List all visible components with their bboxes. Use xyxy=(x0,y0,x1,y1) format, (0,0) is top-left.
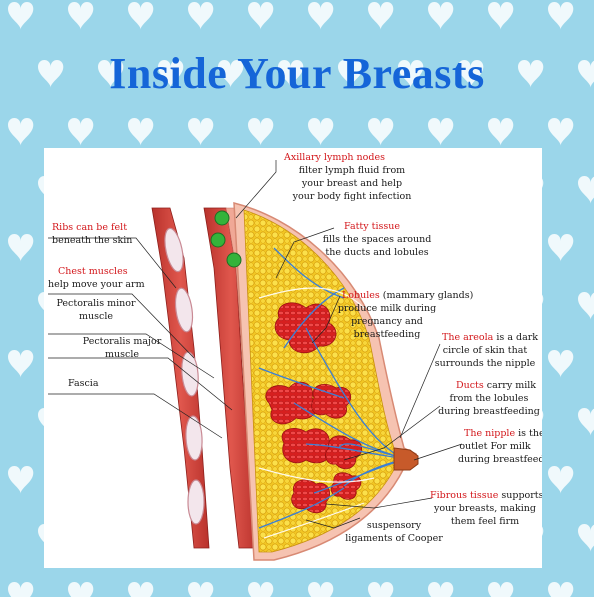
heart-icon xyxy=(548,118,574,146)
nipple-heading: The nipple is the xyxy=(464,428,542,439)
fatty-tissue-text-1: fills the spaces around xyxy=(322,234,432,245)
fatty-tissue-heading: Fatty tissue xyxy=(344,221,400,232)
heart-icon xyxy=(98,60,124,88)
heart-icon xyxy=(8,234,34,262)
heart-icon xyxy=(578,524,594,552)
heart-icon xyxy=(578,60,594,88)
heart-icon xyxy=(548,350,574,378)
areola-heading: The areola is a dark xyxy=(442,332,539,343)
heart-icon xyxy=(308,582,334,597)
heart-icon xyxy=(158,60,184,88)
heart-icon xyxy=(458,60,484,88)
axillary-lymph-nodes-heading: Axillary lymph nodes xyxy=(284,152,385,163)
nipple xyxy=(393,447,419,471)
heart-icon xyxy=(188,118,214,146)
heart-icon xyxy=(578,408,594,436)
page-title: Inside Your Breasts xyxy=(109,49,485,98)
lobules-text-1: produce milk during xyxy=(337,303,437,314)
heart-icon xyxy=(428,2,454,30)
heart-icon xyxy=(428,582,454,597)
chest-muscles-heading: Chest muscles xyxy=(58,266,128,277)
heart-icon xyxy=(8,466,34,494)
suspensory-ligaments-text-1: suspensory xyxy=(366,520,422,531)
fibrous-tissue-text-2: them feel firm xyxy=(450,516,520,527)
heart-icon xyxy=(38,60,64,88)
ribs-text: beneath the skin xyxy=(52,235,133,246)
heart-icon xyxy=(8,118,34,146)
heart-icon xyxy=(278,60,304,88)
ducts-heading: Ducts carry milk xyxy=(456,380,537,391)
heart-icon xyxy=(398,60,424,88)
fatty-tissue xyxy=(243,209,397,553)
fatty-tissue-text-2: the ducts and lobules xyxy=(325,247,429,258)
heart-icon xyxy=(428,118,454,146)
nipple-text-1: outlet For milk xyxy=(459,441,531,452)
suspensory-ligaments xyxy=(258,287,375,539)
lobules-heading: Lobules (mammary glands) xyxy=(342,290,474,301)
fibrous-tissue-heading: Fibrous tissue supports xyxy=(430,490,542,501)
areola-text-1: circle of skin that xyxy=(442,345,528,356)
heart-icon xyxy=(308,2,334,30)
areola-text-2: surrounds the nipple xyxy=(434,358,536,369)
ducts-text-2: during breastfeeding xyxy=(438,406,540,417)
ducts-text-1: from the lobules xyxy=(449,393,529,404)
heart-icon xyxy=(188,582,214,597)
heart-icon xyxy=(548,466,574,494)
heart-icon xyxy=(8,2,34,30)
heart-icon xyxy=(578,176,594,204)
heart-icon xyxy=(308,118,334,146)
heart-icon xyxy=(128,582,154,597)
heart-icon xyxy=(248,2,274,30)
pectoralis-minor-label-1: Pectoralis minor xyxy=(56,298,136,309)
axillary-lymph-nodes-text-1: filter lymph fluid from xyxy=(298,165,406,176)
heart-icon xyxy=(368,582,394,597)
axillary-lymph-nodes-text-3: your body fight infection xyxy=(292,191,412,202)
pectoralis-major-label-1: Pectoralis major xyxy=(82,336,162,347)
nipple-text-2: during breastfeedin xyxy=(458,454,542,465)
heart-icon xyxy=(8,350,34,378)
heart-icon xyxy=(578,292,594,320)
heart-icon xyxy=(548,582,574,597)
heart-icon xyxy=(488,582,514,597)
breast-anatomy-illustration xyxy=(48,160,463,561)
lobules-text-3: breastfeeding xyxy=(353,329,421,340)
lobules-text-2: pregnancy and xyxy=(351,316,423,327)
heart-icon xyxy=(128,118,154,146)
axillary-lymph-nodes-text-2: your breast and help xyxy=(301,178,403,189)
heart-icon xyxy=(368,2,394,30)
heart-icon xyxy=(548,234,574,262)
heart-icon xyxy=(68,582,94,597)
fascia-label: Fascia xyxy=(68,378,99,389)
heart-icon xyxy=(68,118,94,146)
heart-icon xyxy=(368,118,394,146)
heart-icon xyxy=(128,2,154,30)
heart-icon xyxy=(218,60,244,88)
heart-icon xyxy=(248,582,274,597)
fibrous-tissue-text-1: your breasts, making xyxy=(434,503,536,514)
suspensory-ligaments-text-2: ligaments of Cooper xyxy=(345,533,443,544)
anatomy-panel: Axillary lymph nodes filter lymph fluid … xyxy=(44,148,542,568)
heart-icon xyxy=(488,118,514,146)
ribs-heading: Ribs can be felt xyxy=(52,222,128,233)
lobules xyxy=(265,302,363,514)
heart-icon xyxy=(68,2,94,30)
heart-icon xyxy=(488,2,514,30)
pectoralis-minor-label-2: muscle xyxy=(79,311,113,322)
label-leader-lines xyxy=(48,160,463,529)
heart-icon xyxy=(248,118,274,146)
pectoralis-major-label-2: muscle xyxy=(105,349,139,360)
chest-muscles-text: help move your arm xyxy=(48,279,145,290)
heart-icon xyxy=(548,2,574,30)
heart-icon xyxy=(8,582,34,597)
heart-icon xyxy=(338,60,364,88)
heart-icon xyxy=(188,2,214,30)
axillary-lymph-nodes xyxy=(210,210,242,268)
heart-icon xyxy=(518,60,544,88)
